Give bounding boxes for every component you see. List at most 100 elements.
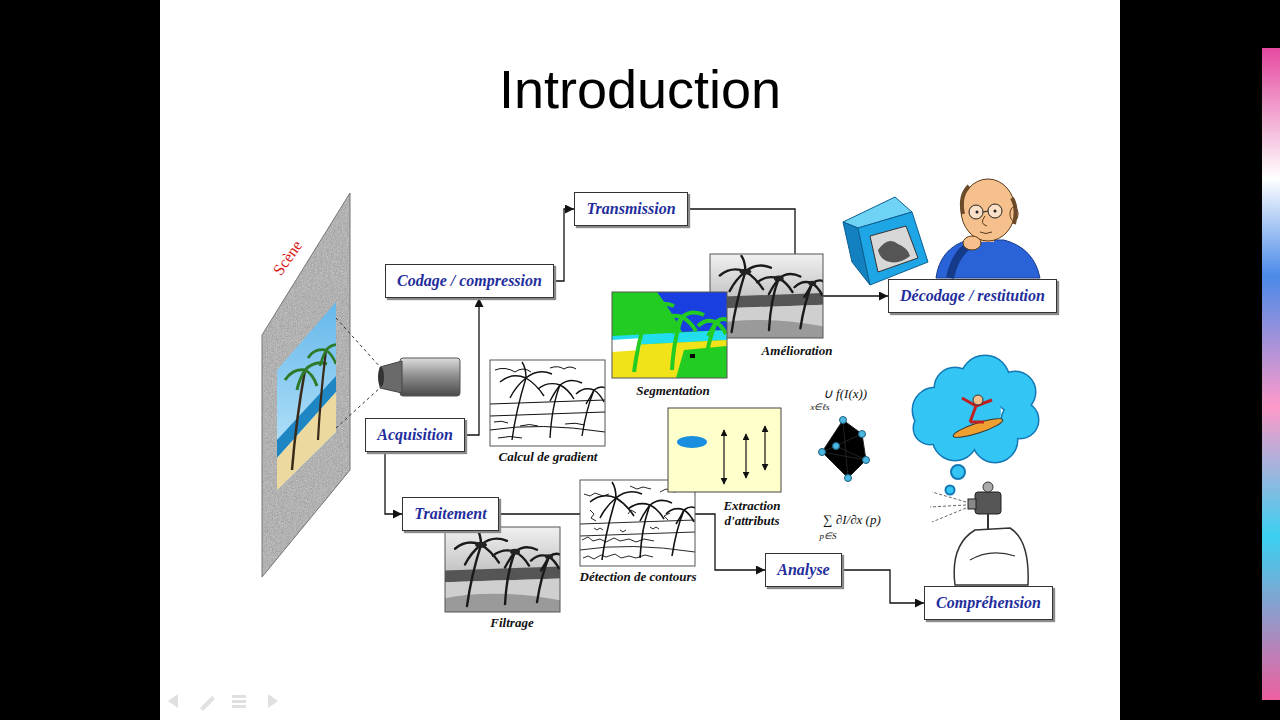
thinking-man	[963, 236, 981, 250]
nav-icons	[232, 695, 246, 698]
thought-cloud	[914, 412, 946, 444]
graph-figure	[822, 420, 866, 478]
box-label: Traitement	[414, 505, 486, 523]
monitor	[878, 241, 910, 262]
thumbnail-image	[445, 527, 563, 612]
thinking-man	[994, 210, 997, 213]
nav-icons	[200, 696, 215, 711]
box-label: Codage / compression	[397, 272, 542, 290]
nav-icons	[232, 700, 246, 703]
thinking-man	[962, 186, 969, 214]
camera	[378, 367, 384, 387]
thought-cloud	[951, 465, 965, 479]
connector-arrow	[554, 209, 574, 281]
image-caption: Segmentation	[636, 384, 710, 399]
box-label: Transmission	[586, 200, 675, 218]
monitor	[843, 197, 928, 285]
thought-cloud	[973, 395, 983, 405]
thought-cloud	[946, 486, 955, 495]
attribute-panel	[745, 434, 746, 478]
process-box: Décodage / restitution	[888, 279, 1057, 313]
formula: ∑ ∂I/∂x (p)	[823, 513, 880, 528]
scene-photo	[270, 290, 350, 500]
thinking-man	[982, 216, 987, 226]
thought-cloud	[952, 415, 1005, 441]
nav-icons	[268, 694, 278, 708]
thinking-man	[969, 205, 983, 219]
box-label: Compréhension	[936, 594, 1041, 612]
box-label: Analyse	[777, 561, 829, 579]
side-strip	[1262, 48, 1280, 700]
thinking-man	[983, 211, 988, 212]
graph-figure	[845, 475, 852, 482]
formula-subscript: x∈ℓs	[810, 402, 829, 412]
process-box: Traitement	[402, 497, 499, 531]
graph-figure	[863, 457, 870, 464]
scene-photo	[308, 345, 342, 366]
thought-cloud	[914, 412, 946, 444]
graph-figure	[840, 417, 847, 424]
thought-cloud	[913, 356, 1038, 462]
thumbnail-image	[490, 360, 605, 446]
thought-cloud	[913, 356, 1038, 495]
view-lines	[336, 318, 381, 428]
thought-cloud	[913, 356, 1038, 462]
graph-figure	[859, 431, 866, 438]
monitor	[870, 226, 918, 272]
graph-figure	[822, 420, 866, 478]
process-box: Transmission	[574, 192, 688, 226]
thinking-man	[936, 240, 1040, 278]
scene-photo	[285, 363, 327, 390]
view-lines	[336, 318, 381, 368]
camera	[400, 358, 460, 396]
image-caption: Extraction d'attributs	[709, 499, 795, 529]
formula: ∪ f(I(x))	[823, 387, 867, 402]
robot-viewer	[930, 492, 966, 522]
thinking-man	[1012, 198, 1016, 224]
nav-icons	[168, 694, 178, 708]
slide-title: Introduction	[160, 62, 1120, 116]
robot-viewer	[930, 482, 1028, 585]
robot-viewer	[987, 514, 989, 530]
monitor	[858, 212, 928, 285]
nav-icons	[168, 694, 278, 711]
camera	[378, 358, 460, 396]
attribute-panel	[764, 426, 765, 470]
process-box: Codage / compression	[385, 264, 554, 298]
connector-arrow	[385, 452, 402, 514]
scene-plane	[262, 193, 350, 577]
thumbnail-image	[445, 527, 560, 612]
image-caption: Calcul de gradient	[499, 450, 598, 465]
robot-viewer	[975, 492, 1001, 514]
nav-icons	[232, 705, 246, 708]
image-caption: Détection de contours	[580, 570, 697, 585]
image-caption: Amélioration	[762, 344, 833, 359]
thinking-man	[988, 204, 1002, 218]
box-label: Acquisition	[377, 426, 453, 444]
graph-figure	[833, 443, 840, 450]
robot-viewer	[983, 482, 993, 492]
thinking-man	[961, 179, 1015, 241]
thumbnail-image	[490, 360, 608, 446]
scene-photo	[270, 290, 350, 500]
scene-plane	[262, 193, 350, 577]
thumbnail-image	[612, 292, 727, 378]
thinking-man	[980, 232, 992, 234]
process-box: Acquisition	[365, 418, 465, 452]
scene-plane	[262, 193, 350, 577]
graph-figure	[819, 417, 870, 482]
graph-figure	[819, 449, 826, 456]
image-caption: Filtrage	[490, 616, 533, 631]
thinking-man	[976, 211, 979, 214]
thumbnail-image	[612, 292, 730, 378]
attribute-panel	[668, 408, 781, 492]
thumbnail-image	[580, 480, 698, 566]
robot-viewer	[970, 553, 1015, 560]
thumbnail-image	[580, 480, 695, 566]
attribute-panel	[668, 408, 781, 492]
box-label: Décodage / restitution	[900, 287, 1045, 305]
side-strip	[1262, 48, 1280, 700]
connector-arrow	[842, 570, 924, 603]
connector-arrow	[465, 298, 479, 435]
